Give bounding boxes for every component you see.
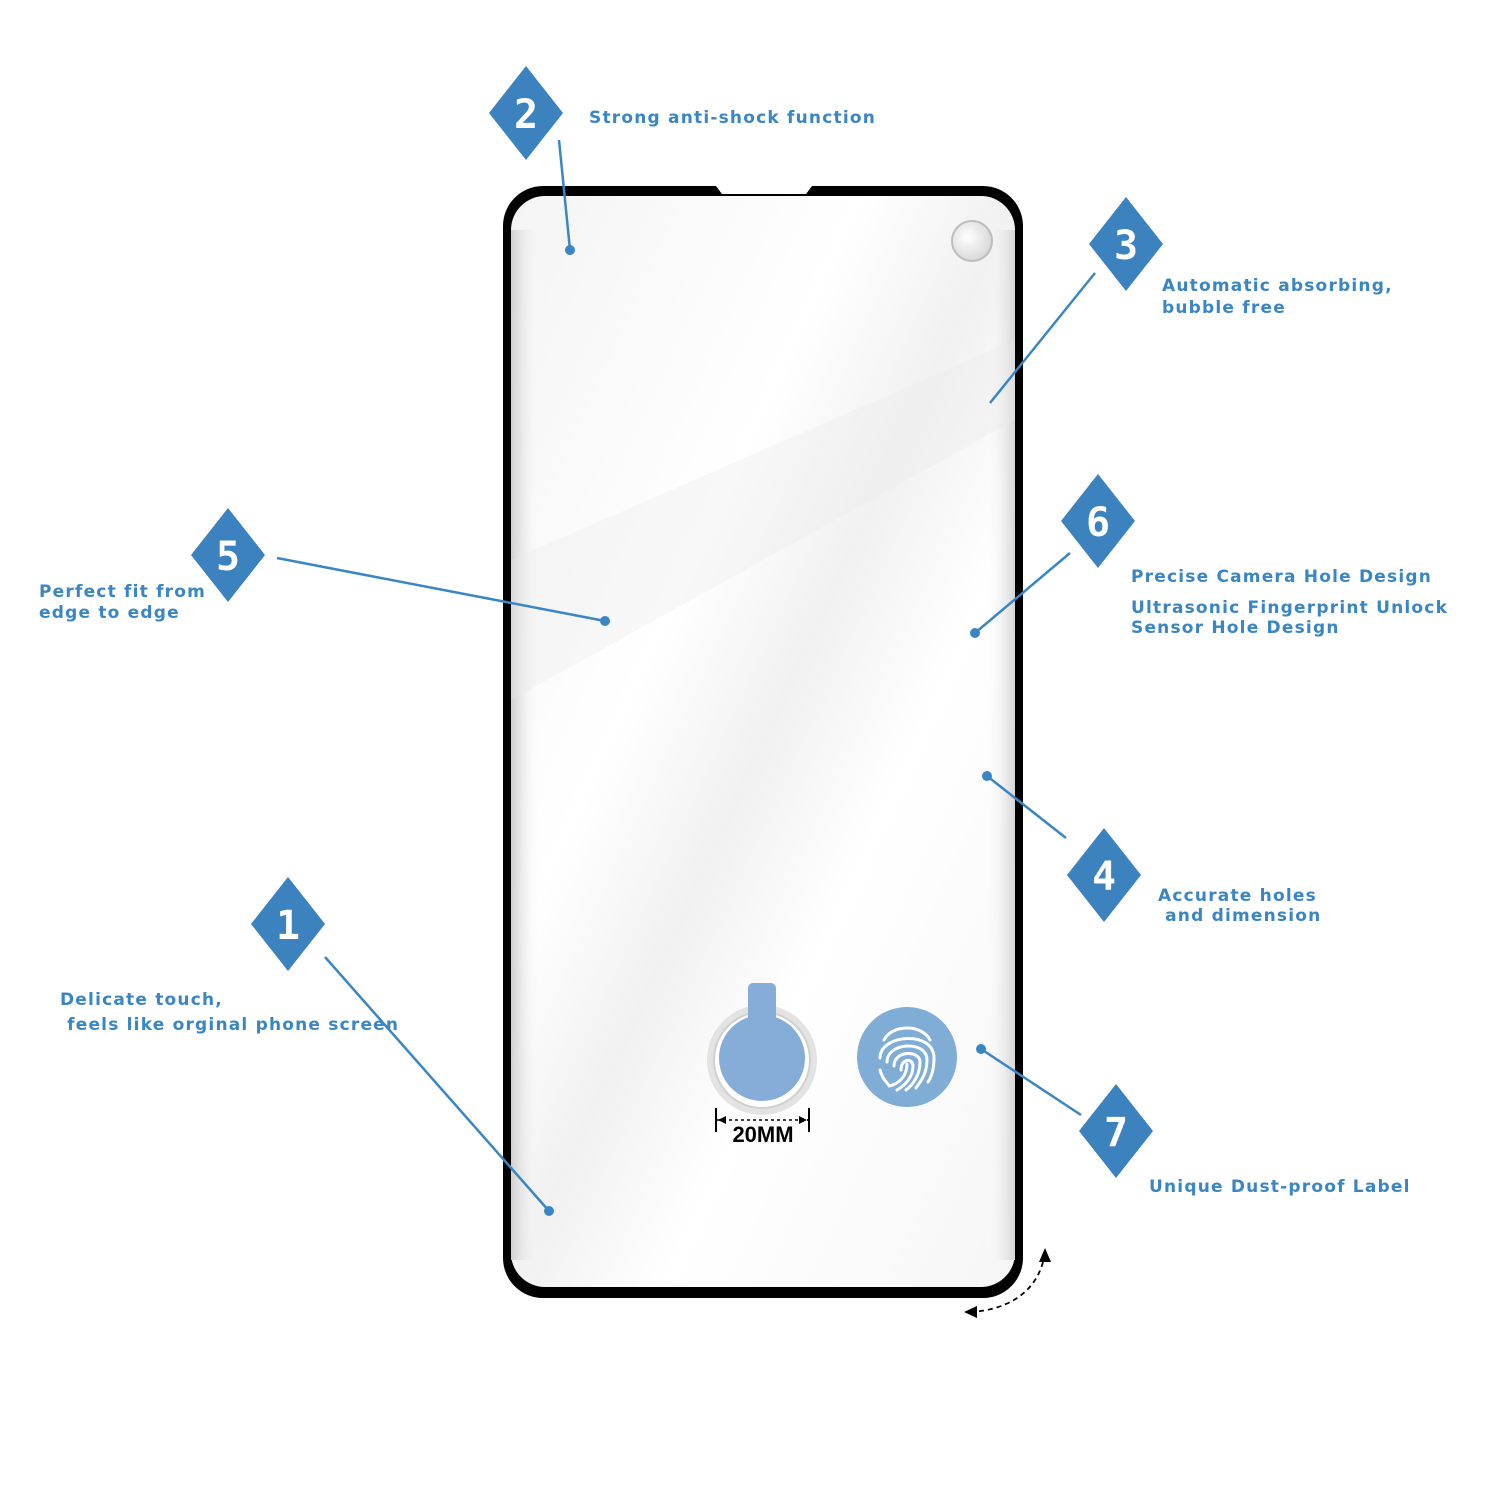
badge-4: 4: [1067, 828, 1141, 922]
feature-label-5: Perfect fit from edge to edge: [39, 582, 206, 624]
leader-dot-1: [544, 1206, 554, 1216]
feature-4-line-1: Accurate holes: [1158, 886, 1317, 906]
feature-6b-line-2: Sensor Hole Design: [1131, 618, 1340, 638]
badge-7: 7: [1079, 1084, 1153, 1178]
feature-label-2: Strong anti-shock function: [589, 108, 876, 129]
dimension-arrow-right: [799, 1116, 807, 1124]
feature-label-3: Automatic absorbing, bubble free: [1162, 275, 1393, 319]
leader-line-6: [974, 552, 1071, 634]
dimension-arrow-left: [718, 1116, 726, 1124]
leader-dot-2: [565, 245, 575, 255]
feature-5-line-1: Perfect fit from: [39, 582, 207, 602]
leader-dot-5: [600, 616, 610, 626]
leader-line-3: [989, 272, 1096, 404]
leader-dot-6: [970, 628, 980, 638]
badge-number-6: 6: [1086, 500, 1110, 546]
sensor-sticker: [719, 1015, 805, 1101]
leader-dot-4: [982, 771, 992, 781]
badge-number-4: 4: [1092, 854, 1116, 900]
leader-line-2: [557, 139, 572, 251]
leader-lines: [276, 139, 1096, 1216]
leader-dot-7: [976, 1044, 986, 1054]
badge-number-3: 3: [1114, 223, 1138, 269]
feature-3-line-2: bubble free: [1162, 298, 1286, 318]
leader-line-4: [986, 775, 1067, 839]
badge-number-7: 7: [1104, 1110, 1128, 1156]
protector-left-edge: [511, 230, 541, 1260]
feature-label-6b: Ultrasonic Fingerprint Unlock Sensor Hol…: [1131, 598, 1448, 638]
feature-label-1: Delicate touch, feels like orginal phone…: [60, 988, 399, 1038]
badge-1: 1: [251, 877, 325, 971]
feature-6b-line-1: Ultrasonic Fingerprint Unlock: [1131, 598, 1449, 618]
feature-1-line-1: Delicate touch,: [60, 990, 223, 1010]
badge-3: 3: [1089, 197, 1163, 291]
leader-line-5: [276, 556, 606, 623]
feature-5-line-2: edge to edge: [39, 603, 180, 623]
glass-reflection: [511, 340, 1015, 700]
feature-1-line-2: feels like orginal phone screen: [60, 1015, 400, 1035]
badge-number-5: 5: [216, 534, 240, 580]
speaker-notch: [716, 186, 812, 194]
curved-arrow-icon: [964, 1248, 1051, 1318]
leader-line-7: [980, 1047, 1082, 1117]
camera-hole: [951, 220, 993, 262]
feature-2-line-1: Strong anti-shock function: [589, 108, 877, 128]
feature-label-4: Accurate holes and dimension: [1158, 886, 1321, 926]
leader-line-1: [324, 956, 550, 1212]
badge-number-1: 1: [276, 903, 300, 949]
dimension-label: 20MM: [732, 1122, 793, 1147]
feature-label-7: Unique Dust-proof Label: [1149, 1177, 1411, 1198]
feature-7-line-1: Unique Dust-proof Label: [1149, 1177, 1411, 1197]
feature-4-line-2: and dimension: [1158, 906, 1322, 926]
badge-2: 2: [489, 66, 563, 160]
sensor-pull-tab: [748, 983, 776, 1033]
badge-number-2: 2: [514, 92, 538, 138]
feature-label-6: Precise Camera Hole Design: [1131, 567, 1432, 588]
feature-6-line-1: Precise Camera Hole Design: [1131, 567, 1433, 587]
sensor-label: 20MM: [707, 983, 817, 1147]
badge-5: 5: [191, 508, 265, 602]
fingerprint-icon: [857, 1007, 957, 1107]
feature-3-line-1: Automatic absorbing,: [1162, 276, 1393, 296]
badge-6: 6: [1061, 474, 1135, 568]
